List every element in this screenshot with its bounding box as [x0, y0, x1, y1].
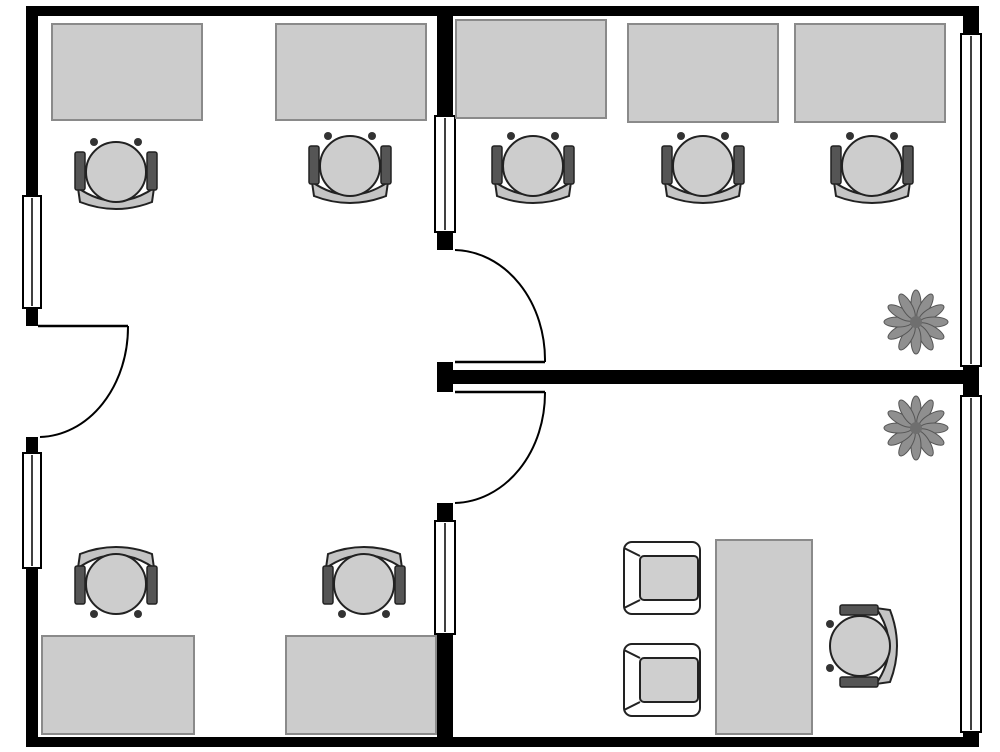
- window-icon: [434, 520, 456, 635]
- wall-left-mid: [26, 308, 38, 326]
- office-chair-icon: [322, 546, 406, 619]
- office-chair-icon: [74, 137, 158, 210]
- door-swing-icon: [454, 249, 547, 364]
- window-icon: [22, 452, 42, 569]
- desk: [51, 23, 203, 121]
- lounge-chairs: [623, 541, 701, 717]
- plant-icon: [883, 289, 949, 355]
- window-icon: [434, 115, 456, 233]
- wall-right-partition: [437, 370, 979, 384]
- wall-left-mid2: [26, 437, 38, 453]
- desk: [455, 19, 607, 119]
- window-icon: [960, 395, 982, 733]
- desk: [275, 23, 427, 121]
- desk: [794, 23, 946, 123]
- wall-left-upper: [26, 6, 38, 196]
- lounge-chair-icon: [623, 643, 701, 717]
- office-chair-icon: [661, 131, 745, 204]
- office-chair-icon: [308, 131, 392, 204]
- office-chair-icon: [491, 131, 575, 204]
- office-chair-icon: [74, 546, 158, 619]
- wall-center-top: [437, 6, 453, 116]
- desks: [41, 19, 946, 735]
- walls: [26, 6, 979, 747]
- executive-desk: [715, 539, 813, 735]
- wall-left-lower: [26, 568, 38, 747]
- desk: [41, 635, 195, 735]
- window-icon: [22, 195, 42, 309]
- lounge-chair-icon: [623, 541, 701, 615]
- doors: [38, 249, 547, 504]
- desk: [285, 635, 437, 735]
- wall-right-top: [963, 6, 979, 34]
- door-swing-icon: [454, 390, 547, 504]
- window-icon: [960, 33, 982, 367]
- office-chair-icon: [830, 131, 914, 204]
- wall-bottom: [26, 737, 979, 747]
- windows: [22, 33, 982, 733]
- wall-top: [26, 6, 979, 16]
- plant-icon: [883, 395, 949, 461]
- wall-center-stub3: [437, 503, 453, 521]
- wall-center-stub1: [437, 232, 453, 250]
- office-chair-icon: [825, 604, 898, 688]
- desk: [627, 23, 779, 123]
- wall-right-mid: [963, 366, 979, 396]
- wall-center-bottom: [437, 634, 453, 747]
- door-swing-icon: [38, 324, 130, 438]
- wall-right-bottom: [963, 732, 979, 747]
